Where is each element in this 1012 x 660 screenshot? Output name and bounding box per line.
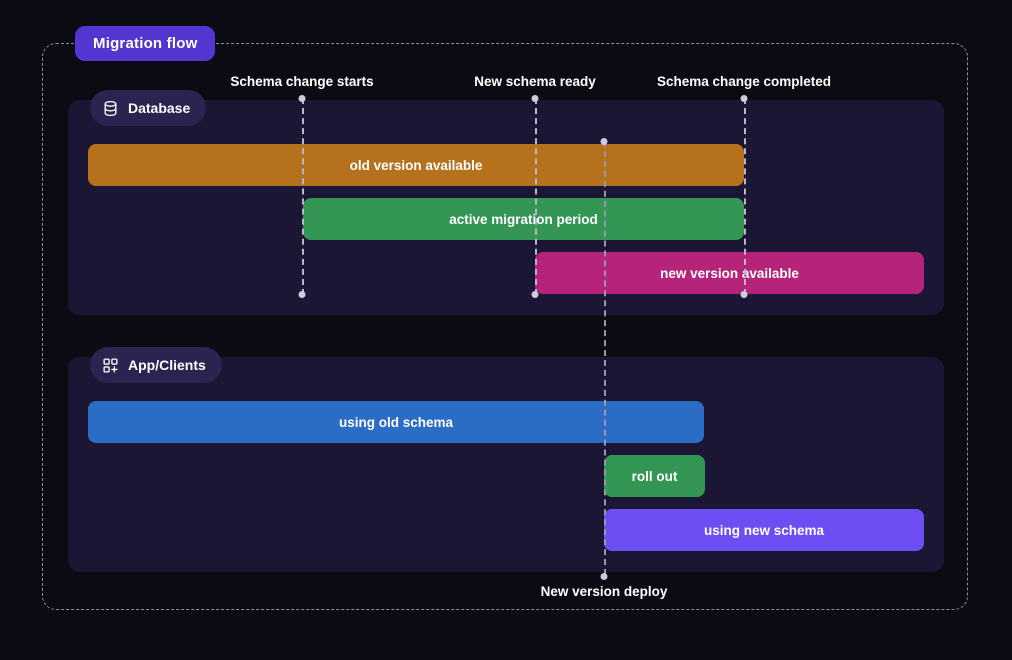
milestone-dot-bottom-new-schema-ready — [531, 291, 539, 298]
deploy-dot-top — [600, 138, 608, 145]
bar-new-version-available[interactable]: new version available — [535, 252, 924, 294]
milestone-dot-top-new-schema-ready — [531, 95, 539, 102]
bar-using-new-schema[interactable]: using new schema — [604, 509, 924, 551]
bar-old-version-available[interactable]: old version available — [88, 144, 744, 186]
bar-roll-out[interactable]: roll out — [604, 455, 705, 497]
milestone-label-schema-change-completed: Schema change completed — [656, 74, 832, 89]
deploy-dot-bottom — [600, 573, 608, 580]
milestone-label-new-schema-ready: New schema ready — [474, 74, 596, 89]
bar-label-new-version-available: new version available — [660, 265, 799, 281]
milestone-label-schema-change-starts: Schema change starts — [230, 74, 374, 89]
apps-grid-plus-icon — [102, 357, 119, 374]
milestone-dot-bottom-schema-change-starts — [298, 291, 306, 298]
lane-badge-app-clients-label: App/Clients — [128, 357, 206, 373]
milestone-dot-top-schema-change-completed — [740, 95, 748, 102]
lane-badge-database-label: Database — [128, 100, 191, 116]
bar-label-using-new-schema: using new schema — [703, 522, 825, 538]
lane-badge-app-clients[interactable]: App/Clients — [90, 347, 222, 383]
lane-badge-database[interactable]: Database — [90, 90, 207, 126]
database-icon — [102, 100, 119, 117]
bar-active-migration-period[interactable]: active migration period — [303, 198, 744, 240]
milestone-dot-bottom-schema-change-completed — [740, 291, 748, 298]
diagram-title-badge: Migration flow — [75, 26, 216, 61]
bar-label-using-old-schema: using old schema — [338, 414, 454, 430]
bar-label-roll-out: roll out — [631, 468, 678, 484]
milestone-dot-top-schema-change-starts — [298, 95, 306, 102]
new-version-deploy-label: New version deploy — [540, 584, 668, 599]
diagram-title-text: Migration flow — [93, 35, 198, 52]
bar-label-active-migration-period: active migration period — [449, 211, 598, 227]
bar-using-old-schema[interactable]: using old schema — [88, 401, 704, 443]
bar-label-old-version-available: old version available — [349, 157, 483, 173]
